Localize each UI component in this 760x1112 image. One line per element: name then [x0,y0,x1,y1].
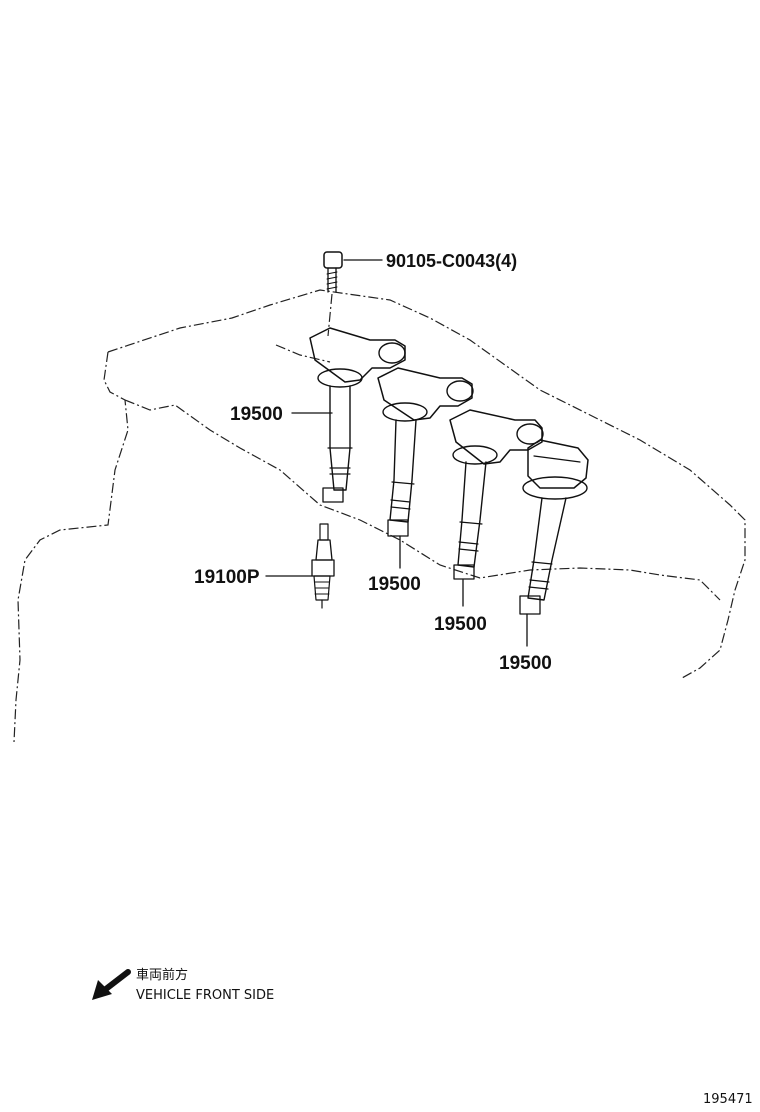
coil-2-callout: 19500 [368,574,421,595]
ignition-coil-3 [449,409,544,580]
ignition-coil-2 [377,367,474,537]
figure-number: 195471 [703,1092,753,1107]
spark-plug-callout: 19100P [194,567,260,588]
coil-1-callout: 19500 [230,404,283,425]
coil-3-callout: 19500 [434,614,487,635]
spark-plug-part [311,523,335,609]
engine-outline [13,289,746,743]
leader-lines [265,259,528,647]
bolt-part [323,251,343,337]
coil-4-callout: 19500 [499,653,552,674]
ignition-coil-4 [519,439,589,615]
orientation-english: VEHICLE FRONT SIDE [136,988,274,1003]
ignition-coil-1 [309,327,406,503]
front-direction-arrow-icon [92,969,131,1000]
orientation-japanese: 車両前方 [136,967,188,983]
bolt-callout: 90105-C0043(4) [386,251,517,271]
